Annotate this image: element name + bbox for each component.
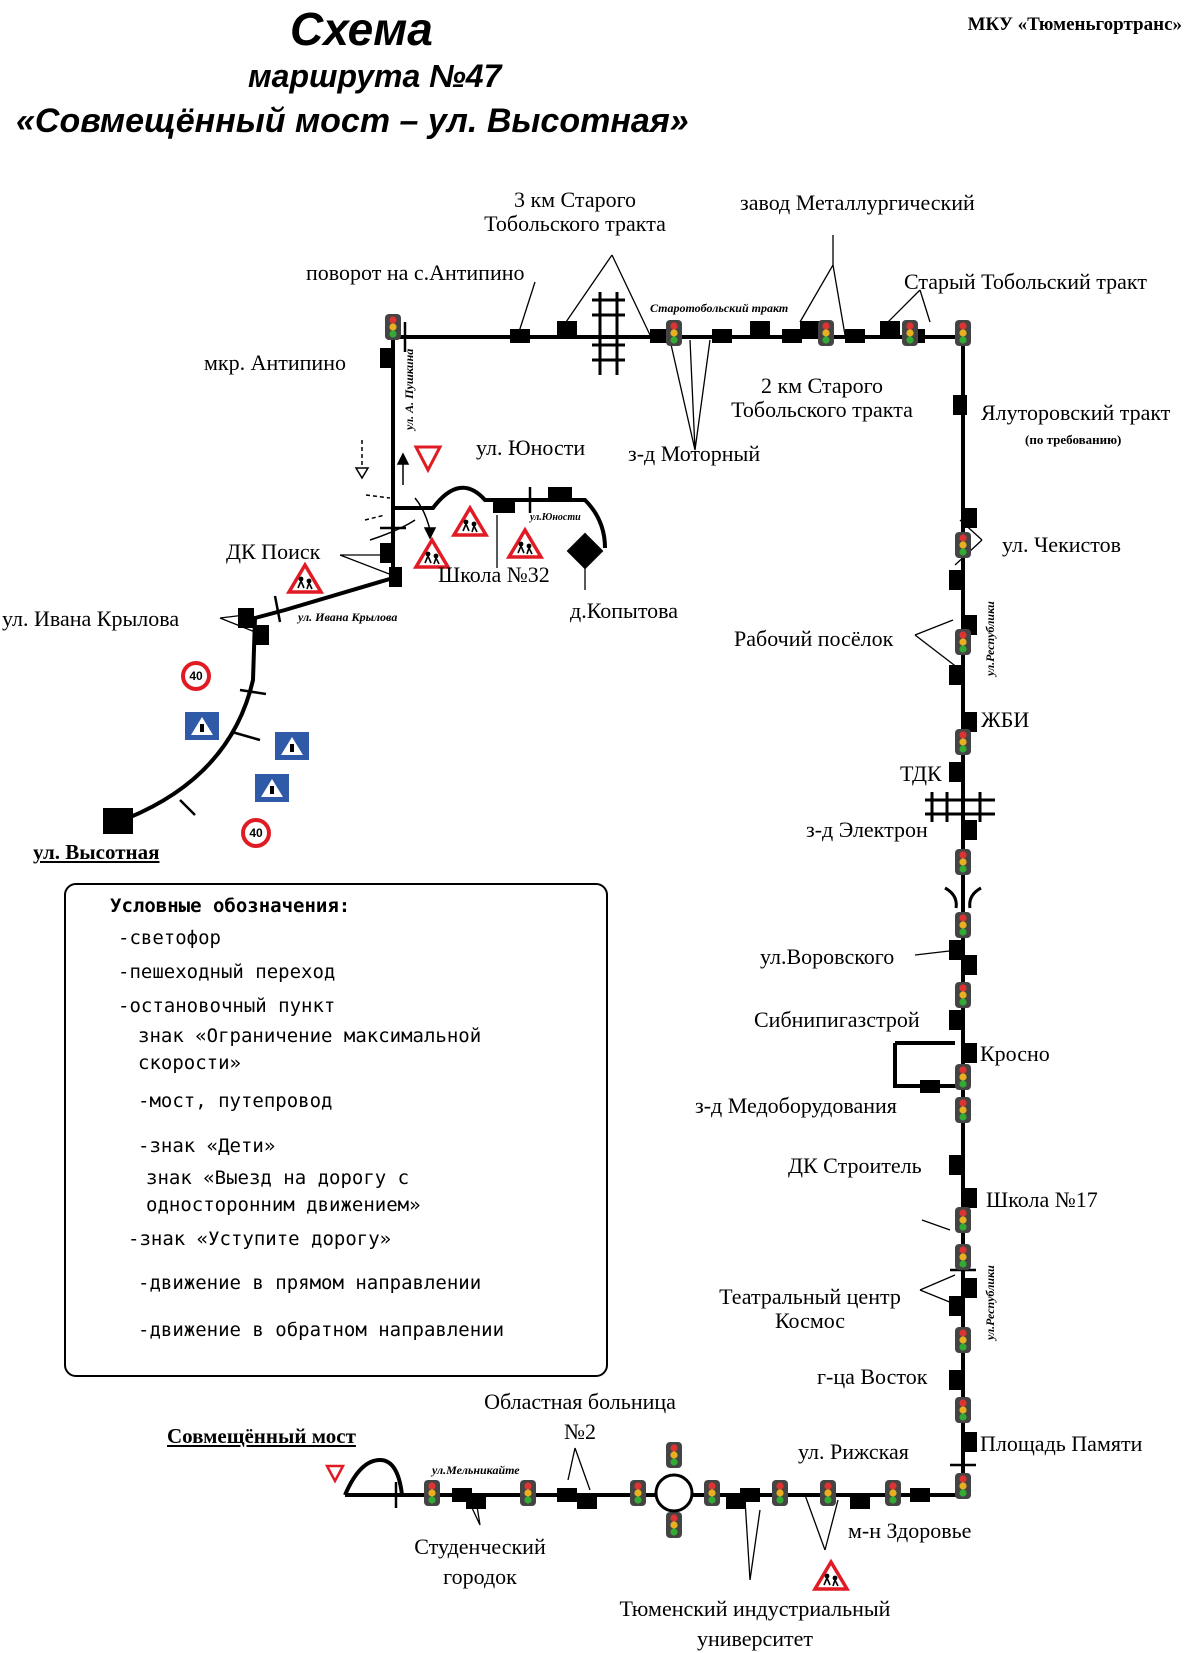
route-name: «Совмещённый мост – ул. Высотная» xyxy=(16,102,689,140)
diagram-title: Схема xyxy=(290,3,433,55)
label-pointers xyxy=(219,235,983,1581)
bridge-marker xyxy=(944,886,982,909)
stop-label-stary-tobolsky: Старый Тобольский тракт xyxy=(904,269,1147,294)
legend-traffic-light: -светофор xyxy=(118,927,221,949)
stop-label-krosno: Кросно xyxy=(980,1041,1050,1066)
stop-label-rizhskaya: ул. Рижская xyxy=(798,1439,909,1464)
stop-label-zdorovie: м-н Здоровье xyxy=(848,1518,972,1543)
road-signs xyxy=(181,445,849,1591)
stop-label-sibnipi: Сибнипигазстрой xyxy=(754,1007,920,1032)
stop-label-motorny: з-д Моторный xyxy=(628,441,761,466)
stop-label-rabochy: Рабочий посёлок xyxy=(734,626,894,651)
stop-label-yunosti: ул. Юности xyxy=(476,435,586,460)
street-pushkina: ул. А. Пушкина xyxy=(402,348,416,430)
stop-label-vorovskogo: ул.Воровского xyxy=(760,944,895,969)
stop-label-yalutorovsky-note: (по требованию) xyxy=(1025,432,1122,447)
legend-stop: -остановочный пункт xyxy=(118,995,336,1017)
legend-forward: -движение в прямом направлении xyxy=(138,1272,482,1294)
stop-label-tdk: ТДК xyxy=(900,761,942,786)
stop-label-elektron: з-д Электрон xyxy=(806,817,928,842)
stop-label-kopytova: д.Копытова xyxy=(570,598,679,623)
legend-title: Условные обозначения: xyxy=(110,895,351,917)
stop-label-school32: Школа №32 xyxy=(438,562,550,587)
legend-speed-line1: знак «Ограничение максимальной xyxy=(138,1025,482,1047)
organization-label: МКУ «Тюменьгортранс» xyxy=(967,14,1182,35)
stop-label-krylova: ул. Ивана Крылова xyxy=(2,606,180,631)
roundabout xyxy=(654,1473,694,1513)
stop-label-ploshad: Площадь Памяти xyxy=(980,1431,1143,1456)
stop-label-dk-poisk: ДК Поиск xyxy=(226,539,321,564)
street-starotobolsky: Старотобольский тракт xyxy=(650,301,789,315)
street-respubliki-top: ул.Республики xyxy=(983,601,997,676)
stop-label-zhbi: ЖБИ xyxy=(981,707,1030,732)
railway-crossing xyxy=(592,292,995,822)
stop-label-chekistov: ул. Чекистов xyxy=(1002,532,1122,557)
legend-reverse: -движение в обратном направлении xyxy=(138,1319,505,1341)
stop-markers xyxy=(103,321,977,1509)
legend-children: -знак «Дети» xyxy=(138,1135,276,1157)
legend-box: Условные обозначения: -светофор -пешеход… xyxy=(64,883,608,1377)
terminal-vysotnaya: ул. Высотная xyxy=(33,840,160,864)
legend-oneway-line1: знак «Выезд на дорогу с xyxy=(146,1167,410,1189)
stop-label-zavod-metal: завод Металлургический xyxy=(740,190,975,215)
street-melnikayte: ул.Мельникайте xyxy=(432,1463,520,1477)
stop-label-antipino: мкр. Антипино xyxy=(204,350,346,375)
street-yunosti: ул.Юности xyxy=(530,512,581,523)
legend-crossing: -пешеходный переход xyxy=(118,961,336,983)
stop-label-medob: з-д Медоборудования xyxy=(695,1093,897,1118)
diagram-subtitle: маршрута №47 xyxy=(248,58,502,94)
stop-label-dk-stroitel: ДК Строитель xyxy=(788,1153,922,1178)
direction-arrows xyxy=(354,440,437,541)
stop-label-povorot: поворот на с.Антипино xyxy=(306,260,525,285)
legend-oneway-line2: односторонним движением» xyxy=(146,1194,421,1216)
terminal-sovmeshenny: Совмещённый мост xyxy=(167,1424,356,1448)
stop-label-school17: Школа №17 xyxy=(986,1187,1098,1212)
speed-limit-text: 40 xyxy=(249,826,263,840)
legend-bridge: -мост, путепровод xyxy=(138,1090,333,1112)
speed-limit-text: 40 xyxy=(189,669,203,683)
stop-label-yalutorovsky: Ялуторовский тракт xyxy=(981,400,1171,425)
legend-speed-line2: скорости» xyxy=(138,1052,241,1074)
street-krylova: ул. Ивана Крылова xyxy=(298,610,398,624)
stop-label-vostok: г-ца Восток xyxy=(817,1364,928,1389)
legend-yield: -знак «Уступите дорогу» xyxy=(128,1228,392,1250)
street-respubliki-bottom: ул.Республики xyxy=(983,1265,997,1340)
